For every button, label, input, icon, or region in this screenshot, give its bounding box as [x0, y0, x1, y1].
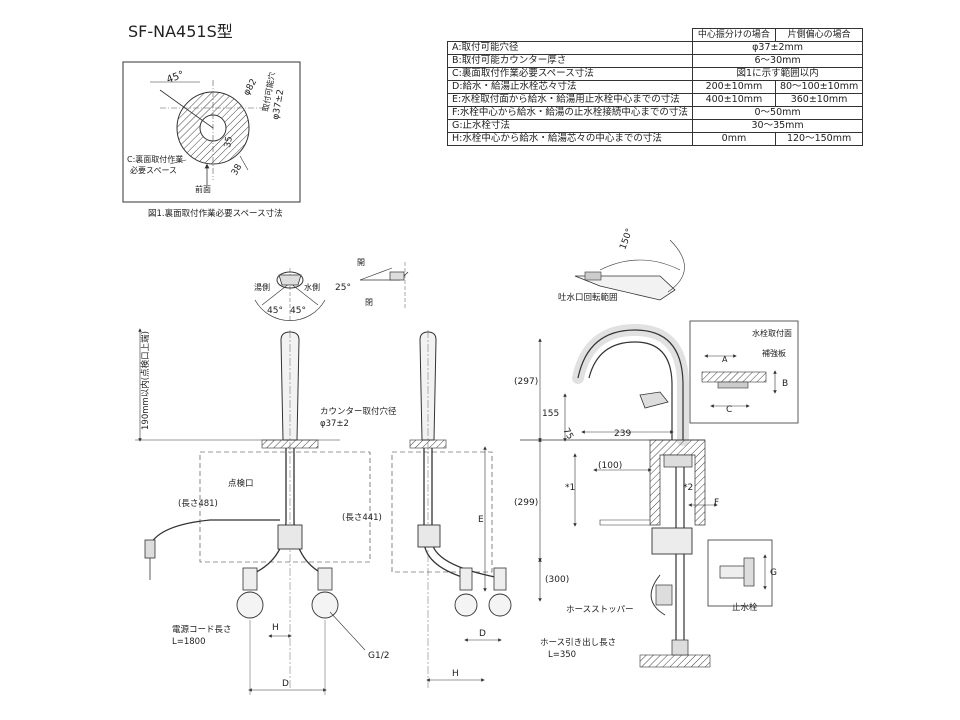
right-label-g: G — [770, 568, 777, 578]
right-hose-length-2: L=350 — [548, 650, 576, 660]
figure-1-dia-outer: φ82 — [242, 77, 259, 97]
figure-1-dim-38: 38 — [230, 162, 245, 177]
right-dim-239: 239 — [614, 429, 631, 439]
front-view: 湯側 水側 45° 45° 190mm以内(点検口上端) カウンター取付穴径 φ… — [135, 268, 397, 695]
right-detail-valve — [707, 539, 773, 607]
right-dim-297: (297) — [514, 377, 538, 387]
front-label-h: H — [272, 623, 279, 633]
side-label-e: E — [478, 515, 484, 525]
side-open-label: 開 — [357, 258, 365, 267]
right-label-b: B — [782, 379, 788, 389]
right-label-f: F — [714, 498, 719, 508]
right-dim-300: (300) — [545, 575, 569, 585]
front-length-481: (長さ481) — [178, 499, 218, 509]
side-close-label: 閉 — [365, 298, 373, 307]
front-length-441: (長さ441) — [342, 513, 382, 523]
figure-1: 45° φ82 取付可能穴 φ37±2 35 38 C:裏面取付作業 必要スペー… — [122, 61, 301, 219]
right-reinforcement: 補強板 — [762, 348, 786, 358]
front-angle-left: 45° — [267, 306, 283, 316]
front-height-note: 190mm以内(点検口上端) — [140, 331, 151, 430]
side-view: 開 閉 25° E D H — [335, 258, 512, 690]
figure-1-caption: 図1.裏面取付作業必要スペース寸法 — [148, 208, 283, 219]
right-note-2: *2 — [683, 483, 693, 493]
front-label-g12: G1/2 — [368, 651, 389, 661]
right-angle-150: 150° — [618, 227, 635, 251]
right-spout-range: 吐水口回転範囲 — [558, 292, 618, 303]
side-angle-25: 25° — [335, 283, 351, 293]
side-label-h: H — [452, 669, 459, 679]
front-power-cord-1: 電源コード長さ — [172, 625, 232, 635]
figure-1-space-label-1: C:裏面取付作業 — [127, 154, 183, 164]
front-hot-side: 湯側 — [254, 282, 270, 292]
right-hose-length-1: ホース引き出し長さ — [540, 637, 616, 648]
right-dim-299: (299) — [514, 498, 538, 508]
figure-1-dim-35: 35 — [223, 136, 235, 149]
right-label-c: C — [726, 405, 732, 415]
right-note-1: *1 — [565, 483, 575, 493]
spec-row-value-offset: 120〜150mm — [774, 132, 864, 146]
front-counter-hole-1: カウンター取付穴径 — [320, 406, 397, 417]
side-label-d: D — [479, 629, 486, 639]
figure-1-frame — [122, 61, 301, 203]
front-angle-right: 45° — [290, 306, 306, 316]
right-view: 150° 吐水口回転範囲 (297) 155 75 239 (100) *1 *… — [514, 227, 799, 668]
model-title: SF-NA451S型 — [128, 22, 233, 41]
right-label-a: A — [722, 355, 728, 364]
front-power-cord-2: L=1800 — [172, 637, 206, 647]
right-faucet-mount: 水栓取付面 — [752, 328, 792, 338]
figure-1-hole-dia: φ37±2 — [271, 89, 286, 121]
right-dim-155: 155 — [542, 409, 559, 419]
figure-1-angle: 45° — [165, 69, 185, 85]
front-cold-side: 水側 — [304, 282, 320, 292]
front-counter-hole-2: φ37±2 — [320, 419, 349, 429]
spec-row-value: 0mm — [691, 132, 776, 146]
right-stop-valve: 止水栓 — [732, 602, 758, 613]
front-label-d: D — [282, 679, 289, 689]
figure-1-space-label-2: 必要スペース — [130, 165, 177, 175]
front-inspection-port: 点検口 — [228, 478, 254, 489]
right-dim-75: 75 — [560, 427, 574, 442]
right-dim-100: (100) — [598, 461, 622, 471]
right-hose-stopper: ホースストッパー — [566, 605, 634, 615]
figure-1-front-label: 前面 — [195, 184, 211, 194]
right-detail-mount — [689, 320, 799, 424]
